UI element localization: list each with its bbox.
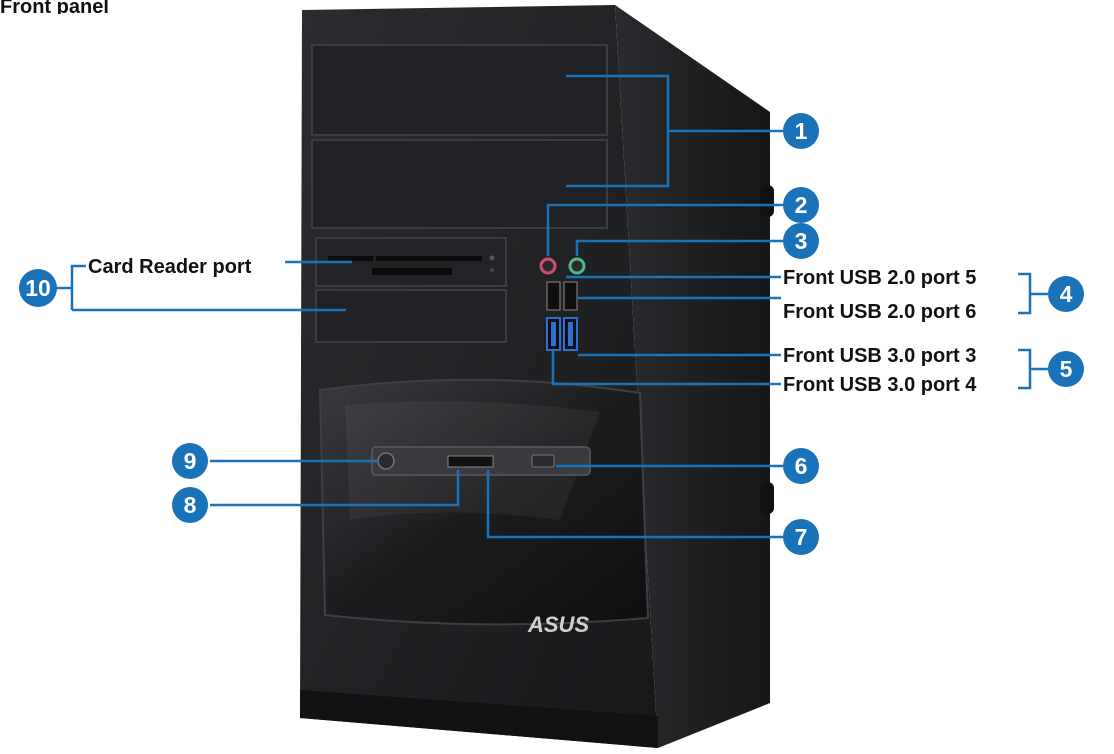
- callout-1: 1: [783, 113, 819, 149]
- usb30-port-4-tongue: [568, 322, 573, 346]
- leader-3: [575, 239, 783, 256]
- headphone-jack: [568, 257, 586, 275]
- card-reader-led-2: [490, 268, 494, 272]
- leader-5b: [551, 350, 781, 386]
- usb30-port-3-tongue: [551, 322, 556, 346]
- brand-logo: ASUS: [527, 612, 589, 637]
- card-reader-slot-3: [372, 268, 452, 275]
- drive-bay-1: [311, 44, 608, 136]
- tower-side-panel: [615, 5, 770, 748]
- callout-5: 5: [1048, 351, 1084, 387]
- label-usb20-port6: Front USB 2.0 port 6: [783, 301, 976, 323]
- callout-10: 10: [19, 269, 57, 307]
- svg-text:1: 1: [795, 118, 808, 144]
- leader-2: [546, 203, 783, 256]
- power-button: [377, 452, 395, 470]
- leader-5-bracket: [1018, 348, 1032, 390]
- usb20-port-6: [563, 281, 578, 311]
- leader-lines: [56, 74, 1048, 539]
- computer-tower: ASUS: [300, 5, 774, 748]
- callout-badges: 1 2 3 4 5 6 7 8 9 10: [19, 113, 1084, 555]
- label-usb20-port5: Front USB 2.0 port 5: [783, 267, 976, 289]
- blank-bay: [315, 289, 507, 343]
- leader-10-bracket: [70, 264, 86, 310]
- label-card-reader: Card Reader port: [88, 256, 252, 278]
- svg-text:2: 2: [795, 192, 808, 218]
- drive-bay-2: [311, 139, 608, 229]
- leader-7: [486, 470, 783, 539]
- card-reader-led: [489, 255, 495, 261]
- hdd-led-display: [447, 455, 494, 468]
- callout-3: 3: [783, 223, 819, 259]
- svg-text:8: 8: [184, 492, 197, 518]
- svg-text:5: 5: [1060, 356, 1073, 382]
- svg-text:6: 6: [795, 453, 808, 479]
- svg-text:4: 4: [1060, 281, 1073, 307]
- callout-6: 6: [783, 448, 819, 484]
- tower-base: [300, 690, 658, 748]
- callout-8: 8: [172, 487, 208, 523]
- microphone-jack: [539, 257, 557, 275]
- port-labels: Card Reader port Front USB 2.0 port 5 Fr…: [88, 256, 977, 396]
- card-reader-slot-2: [376, 256, 482, 261]
- side-latch-top: [760, 185, 774, 217]
- callout-2: 2: [783, 187, 819, 223]
- usb20-port-5: [546, 281, 561, 311]
- svg-text:9: 9: [184, 448, 197, 474]
- callout-7: 7: [783, 519, 819, 555]
- svg-text:7: 7: [795, 524, 808, 550]
- label-usb30-port4: Front USB 3.0 port 4: [783, 374, 977, 396]
- label-usb30-port3: Front USB 3.0 port 3: [783, 345, 976, 367]
- svg-text:3: 3: [795, 228, 808, 254]
- reset-button: [531, 454, 555, 468]
- front-door: [318, 378, 650, 626]
- callout-9: 9: [172, 443, 208, 479]
- svg-text:10: 10: [25, 275, 51, 301]
- section-heading: Front panel: [0, 0, 109, 14]
- card-reader-slot-1: [328, 256, 373, 261]
- callout-4: 4: [1048, 276, 1084, 312]
- leader-8: [210, 470, 460, 507]
- side-latch-bottom: [760, 482, 774, 514]
- leader-4-bracket: [1018, 272, 1032, 315]
